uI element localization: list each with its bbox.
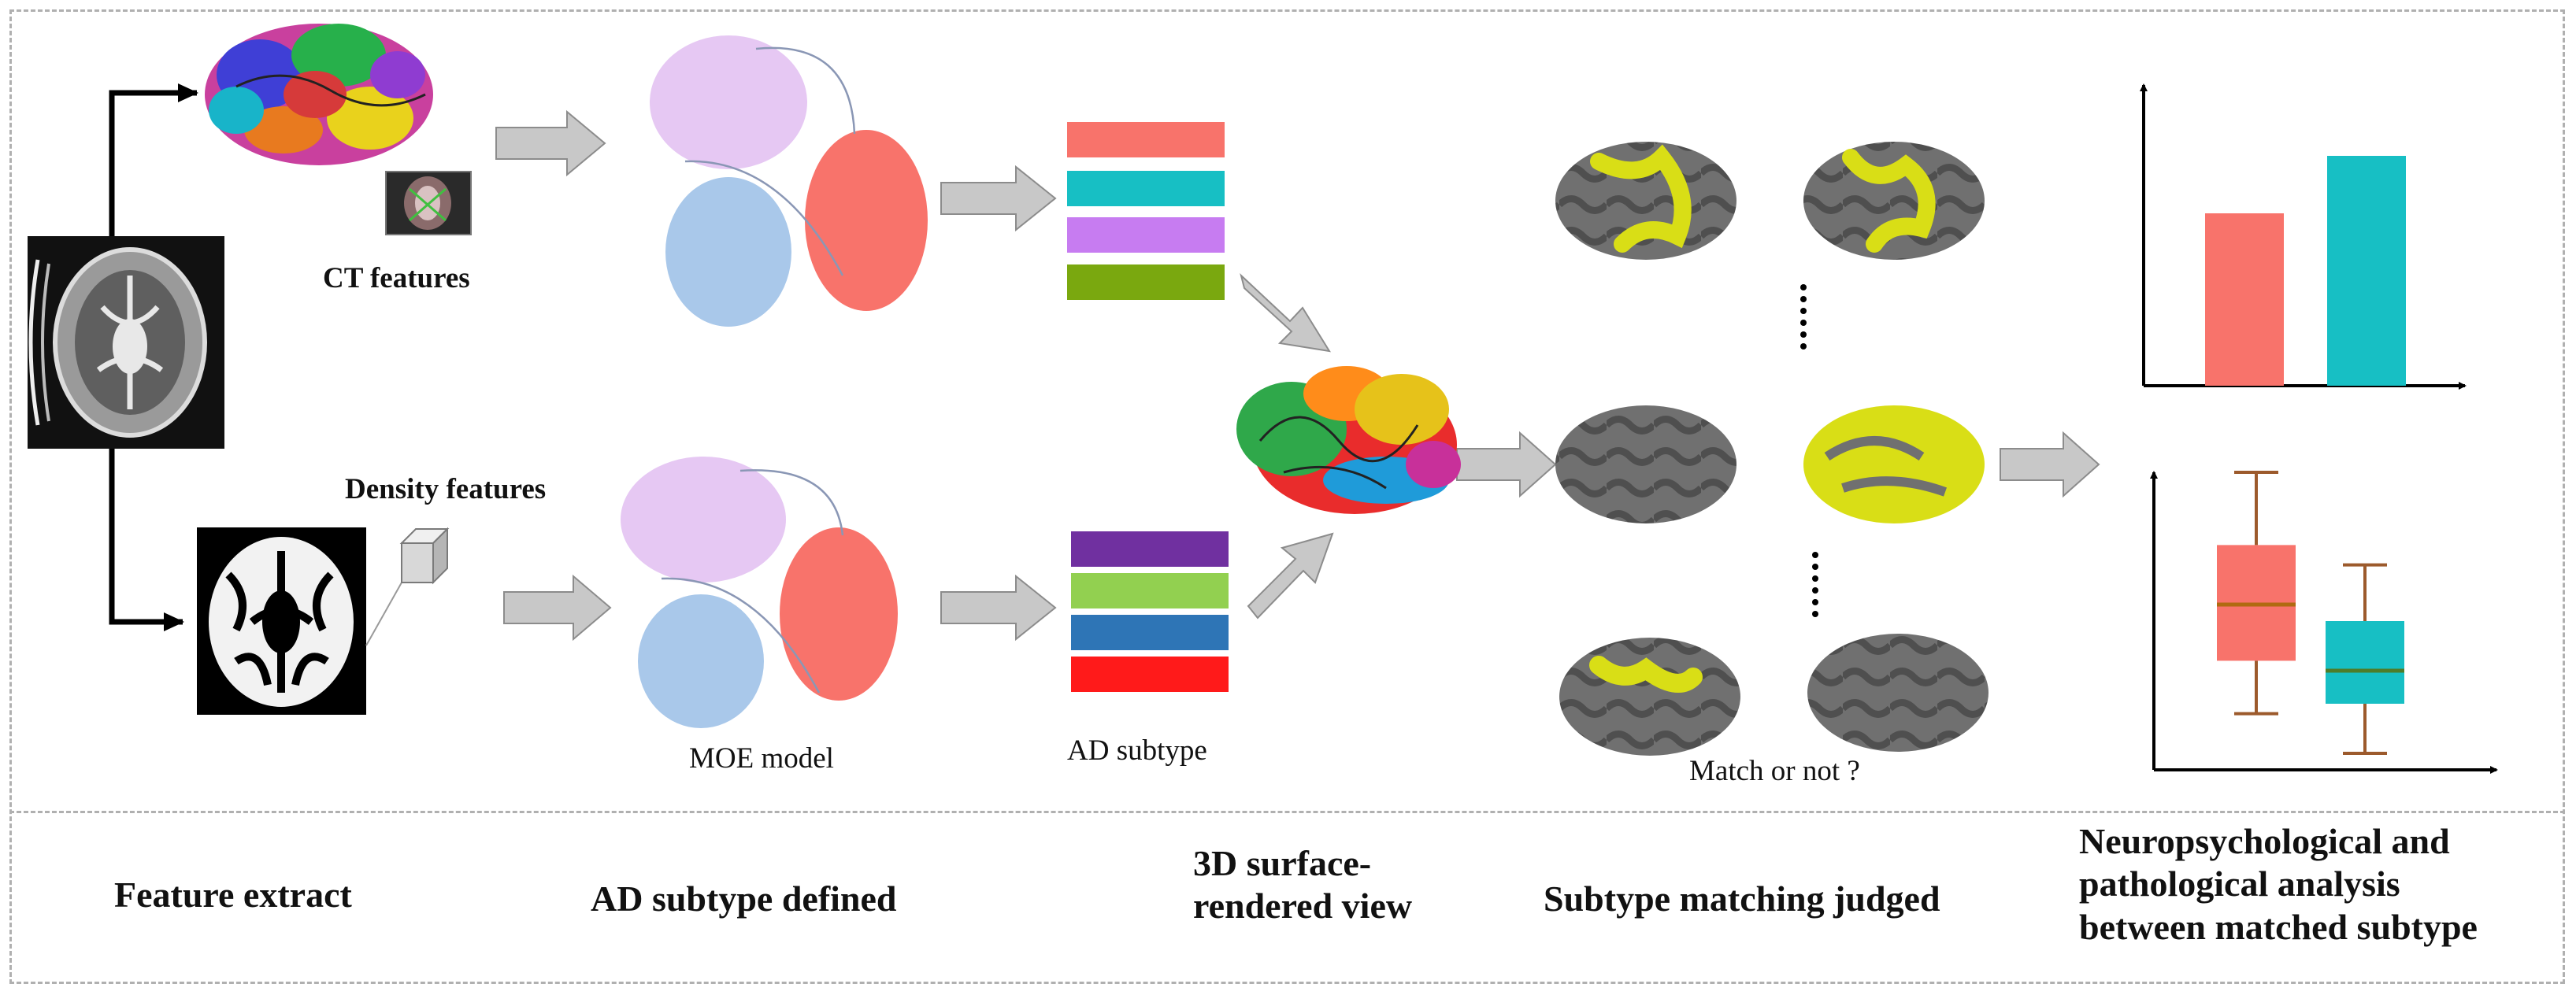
outer-frame xyxy=(9,9,2565,984)
stage-feature-extract: Feature extract xyxy=(114,875,352,915)
subtype-bar-olive xyxy=(1067,264,1225,300)
match-or-not-label: Match or not ? xyxy=(1689,755,1860,787)
inflated-brain-surface-icon xyxy=(1555,142,1989,756)
stage-neuro-pathological-analysis: Neuropsychological and pathological anal… xyxy=(2079,820,2478,949)
moe-model-top xyxy=(650,35,928,327)
vertical-ellipsis-bottom xyxy=(1812,552,1818,617)
block-arrow-density-to-moe xyxy=(503,574,612,642)
vertical-ellipsis-top xyxy=(1800,284,1807,350)
block-arrow-moe-to-subtype-top xyxy=(940,165,1057,232)
subtype-bar-light-green xyxy=(1071,573,1229,608)
box-body xyxy=(2326,621,2404,704)
branch-arrows xyxy=(109,83,198,631)
bar-chart xyxy=(2205,156,2406,386)
ad-subtype-label: AD subtype xyxy=(1067,734,1207,767)
bar-chart-axes xyxy=(2140,83,2467,390)
subtype-bar-teal xyxy=(1067,171,1225,206)
stage-3d-surface-rendered-view: 3D surface- rendered view xyxy=(1193,842,1412,928)
stage-ad-subtype-defined: AD subtype defined xyxy=(591,878,897,919)
bar-2 xyxy=(2327,156,2406,386)
surface-bottom-right xyxy=(1807,634,1989,752)
stage-3d-line-2: rendered view xyxy=(1193,886,1413,927)
surface-top-right xyxy=(1803,142,1985,260)
block-arrow-ct-to-moe xyxy=(495,109,606,177)
ct-thumbnail-icon xyxy=(385,171,472,235)
block-arrow-subtype-bottom-to-brain xyxy=(1247,532,1334,620)
stage-subtype-matching: Subtype matching judged xyxy=(1544,878,1940,919)
boxplot-axes xyxy=(2150,471,2498,774)
surface-bottom-left xyxy=(1559,638,1740,756)
stage-neuro-line-3: between matched subtype xyxy=(2079,906,2478,947)
stage-3d-line-1: 3D surface- xyxy=(1193,843,1372,883)
surface-mid-left xyxy=(1555,405,1736,523)
subtype-bar-dark-purple xyxy=(1071,531,1229,567)
stage-neuro-line-1: Neuropsychological and xyxy=(2079,821,2450,861)
ct-features-label: CT features xyxy=(323,262,470,294)
parcellated-brain-icon xyxy=(205,24,433,165)
subtype-bar-blue xyxy=(1071,615,1229,650)
subtype-bar-purple xyxy=(1067,217,1225,253)
stage-divider xyxy=(9,811,2565,813)
subtype-bar-salmon xyxy=(1067,122,1225,157)
block-arrow-subtype-top-to-brain xyxy=(1240,272,1331,353)
block-arrow-moe-to-subtype-bottom xyxy=(940,574,1057,642)
moe-model-bottom xyxy=(621,457,898,728)
stage-neuro-line-2: pathological analysis xyxy=(2079,864,2400,904)
bar-1 xyxy=(2205,213,2284,386)
block-arrow-matching-to-analysis xyxy=(2000,431,2100,498)
subtype-bars-bottom xyxy=(1071,531,1229,692)
block-arrow-brain-to-matching xyxy=(1456,431,1557,498)
subtype-bar-red xyxy=(1071,657,1229,692)
subtype-bars-top xyxy=(1067,122,1225,300)
box-plot xyxy=(2217,471,2404,755)
density-features-label: Density features xyxy=(345,473,547,505)
colored-brain-3d-icon xyxy=(1236,366,1461,514)
surface-top-left xyxy=(1555,142,1736,260)
mri-axial-slice-icon xyxy=(28,236,224,449)
cube-icon xyxy=(365,527,450,646)
surface-mid-right xyxy=(1803,405,1985,523)
box-2 xyxy=(2326,563,2404,755)
segmented-brain-slice-icon xyxy=(197,527,366,715)
moe-model-label: MOE model xyxy=(689,742,834,775)
box-1 xyxy=(2217,471,2296,716)
